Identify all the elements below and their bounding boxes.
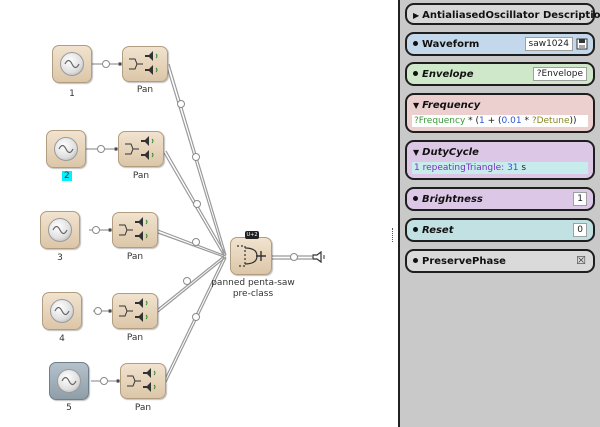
patch-wires bbox=[86, 60, 312, 385]
oscillator-2[interactable] bbox=[46, 130, 86, 168]
reset-title-text: Reset bbox=[422, 225, 454, 236]
reset-title: Reset bbox=[413, 225, 454, 236]
bullet-icon bbox=[413, 70, 418, 76]
pan-speaker-icon bbox=[127, 368, 156, 392]
oscillator-1[interactable] bbox=[52, 45, 92, 83]
sine-wave-icon bbox=[57, 369, 81, 393]
dutycycle-row[interactable]: ▼DutyCycle 1 repeatingTriangle: 31 s bbox=[405, 140, 595, 180]
sine-wave-icon bbox=[60, 52, 84, 76]
expr-part: 31 bbox=[507, 163, 519, 173]
pan-speaker-icon bbox=[125, 136, 154, 160]
pan-speaker-icon bbox=[119, 298, 148, 322]
preservephase-title: PreservePhase bbox=[413, 256, 506, 267]
preservephase-row[interactable]: PreservePhase ☒ bbox=[405, 249, 595, 273]
pan-node-3[interactable] bbox=[112, 212, 158, 248]
pan-node-5[interactable] bbox=[120, 363, 166, 399]
mixer-label-line2: pre-class bbox=[232, 289, 274, 299]
bullet-icon bbox=[413, 257, 418, 263]
expr-part: * ( bbox=[465, 116, 480, 126]
pan-label: Pan bbox=[126, 333, 144, 343]
pan-speaker-icon bbox=[119, 217, 148, 241]
output-speaker-icon[interactable] bbox=[312, 251, 328, 263]
disclosure-triangle-icon[interactable]: ▶ bbox=[413, 11, 420, 20]
disclosure-triangle-icon[interactable]: ▼ bbox=[413, 101, 420, 110]
frequency-title-text: Frequency bbox=[422, 100, 481, 111]
sine-wave-icon bbox=[50, 299, 74, 323]
oscillator-label-selected: 2 bbox=[62, 171, 72, 181]
expr-part: ?Frequency bbox=[414, 116, 466, 126]
save-icon[interactable] bbox=[576, 38, 588, 53]
expr-part: ?Detune bbox=[531, 116, 570, 126]
description-title[interactable]: ▶AntialiasedOscillator Description bbox=[413, 10, 600, 21]
divider-edge bbox=[398, 0, 400, 427]
pan-label: Pan bbox=[126, 252, 144, 262]
preservephase-title-text: PreservePhase bbox=[422, 256, 506, 267]
waveform-title: Waveform bbox=[413, 39, 479, 50]
envelope-title: Envelope bbox=[413, 69, 474, 80]
envelope-title-text: Envelope bbox=[422, 69, 474, 80]
pan-node-1[interactable] bbox=[122, 46, 168, 82]
oscillator-label: 1 bbox=[69, 89, 75, 99]
mixer-label-line1: panned penta-saw bbox=[211, 278, 295, 288]
sine-wave-icon bbox=[48, 218, 72, 242]
expr-part: 1 bbox=[479, 116, 485, 126]
description-row[interactable]: ▶AntialiasedOscillator Description bbox=[405, 3, 600, 25]
reset-row[interactable]: Reset 0 bbox=[405, 218, 595, 242]
pan-speaker-icon bbox=[129, 51, 158, 75]
oscillator-5[interactable] bbox=[49, 362, 89, 400]
pan-label: Pan bbox=[132, 171, 150, 181]
frequency-expression[interactable]: ?Frequency * (1 + (0.01 * ?Detune)) bbox=[412, 115, 588, 127]
oscillator-label: 4 bbox=[59, 334, 65, 344]
oscillator-4[interactable] bbox=[42, 292, 82, 330]
split-divider[interactable] bbox=[386, 0, 400, 427]
envelope-value[interactable]: ?Envelope bbox=[532, 67, 587, 81]
dutycycle-expression[interactable]: 1 repeatingTriangle: 31 s bbox=[412, 162, 588, 174]
bullet-icon bbox=[413, 40, 418, 46]
waveform-title-text: Waveform bbox=[422, 39, 480, 50]
expr-part: 1 repeatingTriangle: bbox=[414, 163, 508, 173]
expr-part: 0.01 bbox=[501, 116, 522, 126]
oscillator-label: 3 bbox=[57, 253, 63, 263]
mixer-icon bbox=[237, 245, 266, 267]
mixer-badge: U+2 bbox=[245, 231, 259, 239]
bullet-icon bbox=[413, 195, 418, 201]
brightness-title-text: Brightness bbox=[422, 194, 483, 205]
frequency-row[interactable]: ▼Frequency ?Frequency * (1 + (0.01 * ?De… bbox=[405, 93, 595, 133]
preservephase-checkbox[interactable]: ☒ bbox=[576, 254, 586, 267]
waveform-value[interactable]: saw1024 bbox=[524, 37, 573, 51]
dutycycle-title-text: DutyCycle bbox=[422, 147, 479, 158]
brightness-title: Brightness bbox=[413, 194, 483, 205]
patch-canvas[interactable]: 1 2 3 4 5 Pan bbox=[0, 0, 386, 427]
disclosure-triangle-icon[interactable]: ▼ bbox=[413, 148, 420, 157]
pan-node-2[interactable] bbox=[118, 131, 164, 167]
expr-part: * bbox=[521, 116, 532, 126]
parameter-panel: ▶AntialiasedOscillator Description Wavef… bbox=[400, 0, 600, 427]
oscillator-3[interactable] bbox=[40, 211, 80, 249]
mixer-node[interactable] bbox=[230, 237, 272, 275]
reset-value[interactable]: 0 bbox=[573, 223, 587, 237]
oscillator-label: 5 bbox=[66, 403, 72, 413]
pan-label: Pan bbox=[134, 403, 152, 413]
pan-node-4[interactable] bbox=[112, 293, 158, 329]
description-title-text: AntialiasedOscillator Description bbox=[422, 10, 600, 21]
brightness-value[interactable]: 1 bbox=[573, 192, 587, 206]
dutycycle-title[interactable]: ▼DutyCycle bbox=[413, 147, 479, 158]
frequency-title[interactable]: ▼Frequency bbox=[413, 100, 480, 111]
pan-label: Pan bbox=[136, 85, 154, 95]
expr-part: + ( bbox=[484, 116, 502, 126]
bullet-icon bbox=[413, 226, 418, 232]
expr-part: s bbox=[518, 163, 527, 173]
waveform-row[interactable]: Waveform saw1024 bbox=[405, 32, 595, 56]
brightness-row[interactable]: Brightness 1 bbox=[405, 187, 595, 211]
envelope-row[interactable]: Envelope ?Envelope bbox=[405, 62, 595, 86]
expr-part: )) bbox=[569, 116, 577, 126]
sine-wave-icon bbox=[54, 137, 78, 161]
mixer-label: panned penta-saw pre-class bbox=[205, 278, 301, 300]
divider-grip[interactable] bbox=[392, 228, 394, 242]
